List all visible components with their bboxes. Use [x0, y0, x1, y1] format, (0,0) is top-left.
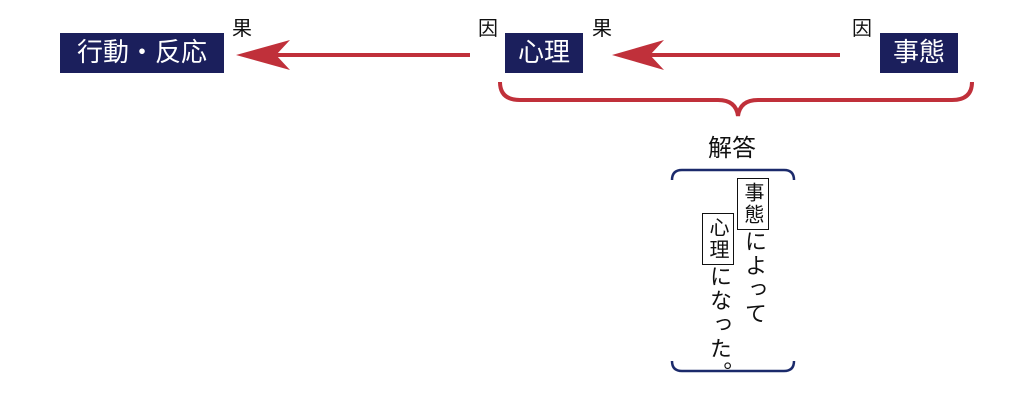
- answer-bracket-bottom: [670, 360, 796, 373]
- effect-tag-left: 果: [232, 16, 252, 40]
- action-reaction-box: 行動・反応: [60, 33, 224, 73]
- cause-tag-right: 因: [852, 16, 872, 40]
- answer-boxed-situation: 事態: [737, 178, 769, 230]
- arrow-right: [612, 40, 840, 70]
- effect-tag-mid: 果: [592, 16, 612, 40]
- cause-tag-mid: 因: [478, 16, 498, 40]
- answer-column-1: 事態によって: [737, 178, 769, 326]
- brace: [498, 81, 974, 117]
- answer-column-2: 心理になった。: [702, 213, 734, 385]
- psychology-box: 心理: [505, 33, 583, 73]
- answer-bracket-top: [670, 168, 796, 181]
- arrow-left: [236, 40, 470, 70]
- answer-text-2: になった。: [706, 265, 731, 385]
- answer-boxed-psychology: 心理: [702, 213, 734, 265]
- answer-text-1: によって: [741, 230, 766, 326]
- situation-box: 事態: [880, 33, 958, 73]
- answer-title: 解答: [708, 134, 756, 162]
